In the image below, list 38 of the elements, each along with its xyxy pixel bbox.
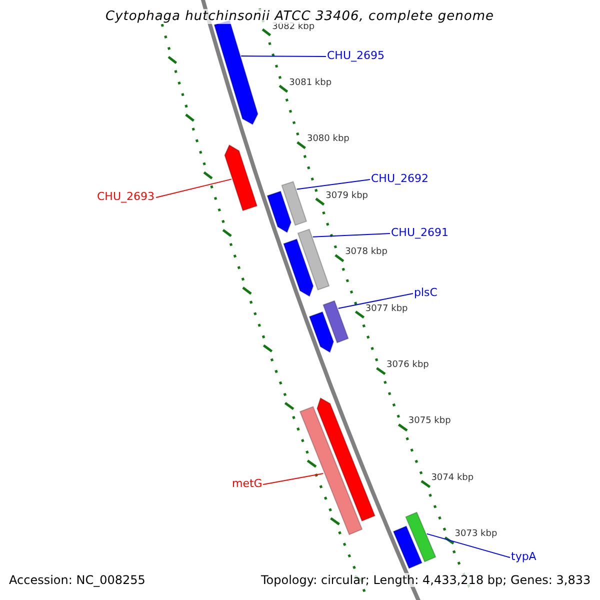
gene-feature	[224, 144, 258, 212]
tick-label: 3080 kbp	[306, 134, 350, 144]
tick-label: 3074 kbp	[431, 472, 474, 483]
topology-text: Topology: circular; Length: 4,433,218 bp; Genes: 3,833	[261, 573, 591, 587]
gene-feature	[266, 190, 292, 234]
tick-label: 3081 kbp	[289, 78, 332, 88]
leader-line	[240, 56, 326, 57]
gene-feature	[392, 525, 423, 570]
tick-label: 3073 kbp	[454, 529, 498, 540]
tick-label: 3082 kbp	[272, 22, 315, 32]
tick-label: 3077 kbp	[365, 304, 408, 314]
title-text: Cytophaga hutchinsonii ATCC 33406, complete genome	[106, 9, 494, 24]
leader-line	[312, 233, 390, 238]
gene-feature	[308, 311, 334, 353]
gene-feature	[322, 300, 349, 344]
gene-feature	[282, 238, 314, 298]
leader-line	[156, 178, 232, 198]
gene-feature	[299, 406, 363, 536]
gene-feature	[405, 512, 436, 562]
gene-label: plsC	[414, 286, 438, 299]
leader-line	[338, 293, 414, 309]
gene-feature	[316, 397, 376, 522]
gene-label: metG	[232, 477, 262, 490]
gene-label: CHU_2695	[327, 49, 384, 62]
leader-line	[296, 179, 370, 190]
tick-label: 3079 kbp	[326, 190, 368, 201]
gene-feature	[281, 180, 308, 226]
gene-label: CHU_2691	[391, 226, 448, 239]
tick-label: 3076 kbp	[386, 360, 429, 370]
gene-feature	[297, 228, 330, 291]
gene-label: CHU_2692	[371, 172, 428, 185]
leader-line	[262, 473, 324, 485]
gene-label: typA	[511, 550, 536, 563]
tick-label: 3075 kbp	[408, 416, 451, 426]
leader-line	[426, 533, 510, 558]
gene-label: CHU_2693	[97, 190, 154, 203]
tick-label: 3078 kbp	[345, 247, 388, 258]
accession-text: Accession: NC_008255	[9, 573, 146, 587]
